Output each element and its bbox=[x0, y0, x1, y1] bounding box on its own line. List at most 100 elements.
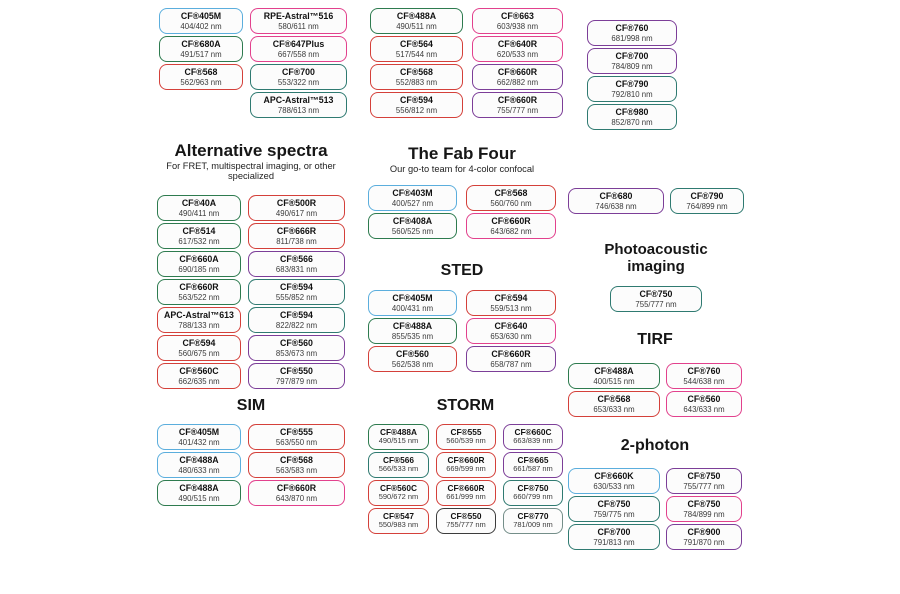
dye-box: CF®660R 643/870 nm bbox=[248, 480, 345, 506]
dye-excitation-emission: 746/638 nm bbox=[595, 201, 637, 211]
section-subtitle-fab-four: Our go-to team for 4-color confocal bbox=[389, 164, 535, 174]
dye-box: CF®660R 563/522 nm bbox=[157, 279, 241, 305]
dye-excitation-emission: 662/635 nm bbox=[178, 376, 220, 386]
dye-box: CF®488A 480/633 nm bbox=[157, 452, 241, 478]
dye-box: CF®640 653/630 nm bbox=[466, 318, 556, 344]
dye-name: CF®760 bbox=[615, 23, 649, 34]
dye-excitation-emission: 653/630 nm bbox=[490, 331, 532, 341]
dye-excitation-emission: 560/675 nm bbox=[178, 348, 220, 358]
dye-box: CF®488A 400/515 nm bbox=[568, 363, 660, 389]
dye-box: CF®555 560/539 nm bbox=[436, 424, 496, 450]
dye-excitation-emission: 550/983 nm bbox=[378, 520, 419, 530]
dye-excitation-emission: 404/402 nm bbox=[180, 21, 222, 31]
dye-excitation-emission: 755/777 nm bbox=[446, 520, 486, 530]
dye-name: CF®660C bbox=[514, 426, 552, 437]
group-photoacoustic-imaging: Photoacoustic imaging CF®750 755/777 nm bbox=[568, 241, 744, 312]
dye-excitation-emission: 590/672 nm bbox=[378, 492, 419, 502]
section-title-sim: SIM bbox=[236, 397, 266, 414]
dye-excitation-emission: 792/810 nm bbox=[611, 89, 653, 99]
dye-box: CF®560C 590/672 nm bbox=[368, 480, 429, 506]
dye-excitation-emission: 683/831 nm bbox=[275, 264, 318, 274]
dye-box: CF®660R 661/999 nm bbox=[436, 480, 496, 506]
dye-name: CF®403M bbox=[392, 188, 433, 199]
dye-grid: CF®488A 490/515 nm CF®555 560/539 nm CF®… bbox=[368, 424, 563, 534]
dye-excitation-emission: 553/322 nm bbox=[277, 77, 320, 87]
dye-box: CF®790 764/899 nm bbox=[670, 188, 744, 214]
dye-name: CF®568 bbox=[494, 188, 528, 199]
dye-name: CF®566 bbox=[382, 454, 415, 465]
dye-excitation-emission: 681/998 nm bbox=[611, 33, 653, 43]
dye-box: CF®750 660/799 nm bbox=[503, 480, 563, 506]
group-tirf: TIRF CF®488A 400/515 nm CF®760 544/638 n… bbox=[568, 331, 742, 417]
dye-excitation-emission: 563/550 nm bbox=[275, 437, 318, 447]
dye-box: CF®680A 491/517 nm bbox=[159, 36, 243, 62]
dye-excitation-emission: 690/185 nm bbox=[178, 264, 220, 274]
dye-name: CF®405M bbox=[180, 11, 222, 22]
dye-grid: CF®680 746/638 nm CF®790 764/899 nm bbox=[568, 188, 744, 214]
dye-name: CF®547 bbox=[382, 510, 415, 521]
dye-name: CF®555 bbox=[450, 426, 482, 437]
dye-excitation-emission: 755/777 nm bbox=[683, 481, 725, 491]
dye-name: CF®405M bbox=[392, 293, 433, 304]
section-title-alternative-spectra: Alternative spectra bbox=[174, 141, 328, 160]
dye-name: CF®555 bbox=[280, 427, 313, 438]
dye-excitation-emission: 562/963 nm bbox=[180, 77, 222, 87]
dye-name: CF®647Plus bbox=[272, 39, 325, 50]
dye-box: CF®660C 663/839 nm bbox=[503, 424, 563, 450]
dye-box: CF®700 553/322 nm bbox=[250, 64, 347, 90]
dye-grid: CF®403M 400/527 nm CF®568 560/760 nm CF®… bbox=[368, 185, 556, 239]
dye-excitation-emission: 490/617 nm bbox=[275, 208, 318, 218]
dye-excitation-emission: 784/809 nm bbox=[611, 61, 653, 71]
dye-excitation-emission: 559/513 nm bbox=[490, 303, 532, 313]
dye-excitation-emission: 400/527 nm bbox=[391, 198, 434, 208]
dye-excitation-emission: 643/682 nm bbox=[490, 226, 532, 236]
dye-name: CF®900 bbox=[687, 527, 721, 538]
dye-name: CF®790 bbox=[615, 79, 649, 90]
dye-excitation-emission: 400/431 nm bbox=[391, 303, 434, 313]
section-title-two-photon: 2-photon bbox=[620, 437, 690, 454]
dye-excitation-emission: 555/852 nm bbox=[275, 292, 318, 302]
dye-box: CF®560 643/633 nm bbox=[666, 391, 742, 417]
dye-box: CF®594 560/675 nm bbox=[157, 335, 241, 361]
dye-box: CF®560C 662/635 nm bbox=[157, 363, 241, 389]
dye-box: CF®560 562/538 nm bbox=[368, 346, 457, 372]
dye-box: CF®550 797/879 nm bbox=[248, 363, 345, 389]
dye-name: CF®660R bbox=[276, 483, 317, 494]
dye-box: CF®594 822/822 nm bbox=[248, 307, 345, 333]
dye-excitation-emission: 643/870 nm bbox=[275, 493, 318, 503]
dye-box: CF®568 552/883 nm bbox=[370, 64, 463, 90]
group-two-photon: 2-photon CF®660K 630/533 nm CF®750 755/7… bbox=[568, 437, 742, 550]
dye-box: CF®900 791/870 nm bbox=[666, 524, 742, 550]
dye-name: CF®770 bbox=[517, 510, 549, 521]
dye-name: CF®594 bbox=[400, 95, 433, 106]
dye-box: CF®660R 755/777 nm bbox=[472, 92, 563, 118]
dye-name: CF®640R bbox=[497, 39, 538, 50]
section-title-photoacoustic: Photoacoustic imaging bbox=[604, 241, 708, 275]
section-title-fab-four: The Fab Four bbox=[408, 144, 516, 163]
dye-box: CF®770 781/009 nm bbox=[503, 508, 563, 534]
dye-box: CF®403M 400/527 nm bbox=[368, 185, 457, 211]
dye-name: CF®660R bbox=[497, 67, 538, 78]
group-alternative-spectra: Alternative spectra For FRET, multispect… bbox=[157, 141, 345, 389]
dye-excitation-emission: 552/883 nm bbox=[395, 77, 438, 87]
dye-name: RPE-Astral™516 bbox=[263, 11, 334, 22]
dye-excitation-emission: 653/633 nm bbox=[593, 404, 635, 414]
dye-box: CF®566 683/831 nm bbox=[248, 251, 345, 277]
dye-name: CF®660R bbox=[179, 282, 219, 293]
dye-box: CF®760 544/638 nm bbox=[666, 363, 742, 389]
dye-excitation-emission: 853/673 nm bbox=[275, 348, 318, 358]
dye-box: CF®594 556/812 nm bbox=[370, 92, 463, 118]
dye-name: APC-Astral™613 bbox=[164, 310, 234, 321]
dye-name: CF®660R bbox=[447, 454, 485, 465]
dye-name: CF®666R bbox=[276, 226, 317, 237]
dye-excitation-emission: 490/515 nm bbox=[378, 436, 419, 446]
dye-name: APC-Astral™513 bbox=[263, 95, 334, 106]
dye-box: CF®488A 490/511 nm bbox=[370, 8, 463, 34]
dye-name: CF®560C bbox=[179, 366, 219, 377]
dye-box: CF®40A 490/411 nm bbox=[157, 195, 241, 221]
dye-grid: CF®40A 490/411 nm CF®500R 490/617 nm CF®… bbox=[157, 195, 345, 389]
dye-box: CF®665 661/587 nm bbox=[503, 452, 563, 478]
dye-box: CF®680 746/638 nm bbox=[568, 188, 664, 214]
dye-box: CF®564 517/544 nm bbox=[370, 36, 463, 62]
group-top-middle-dyes: CF®488A 490/511 nm CF®663 603/938 nm CF®… bbox=[370, 8, 563, 118]
